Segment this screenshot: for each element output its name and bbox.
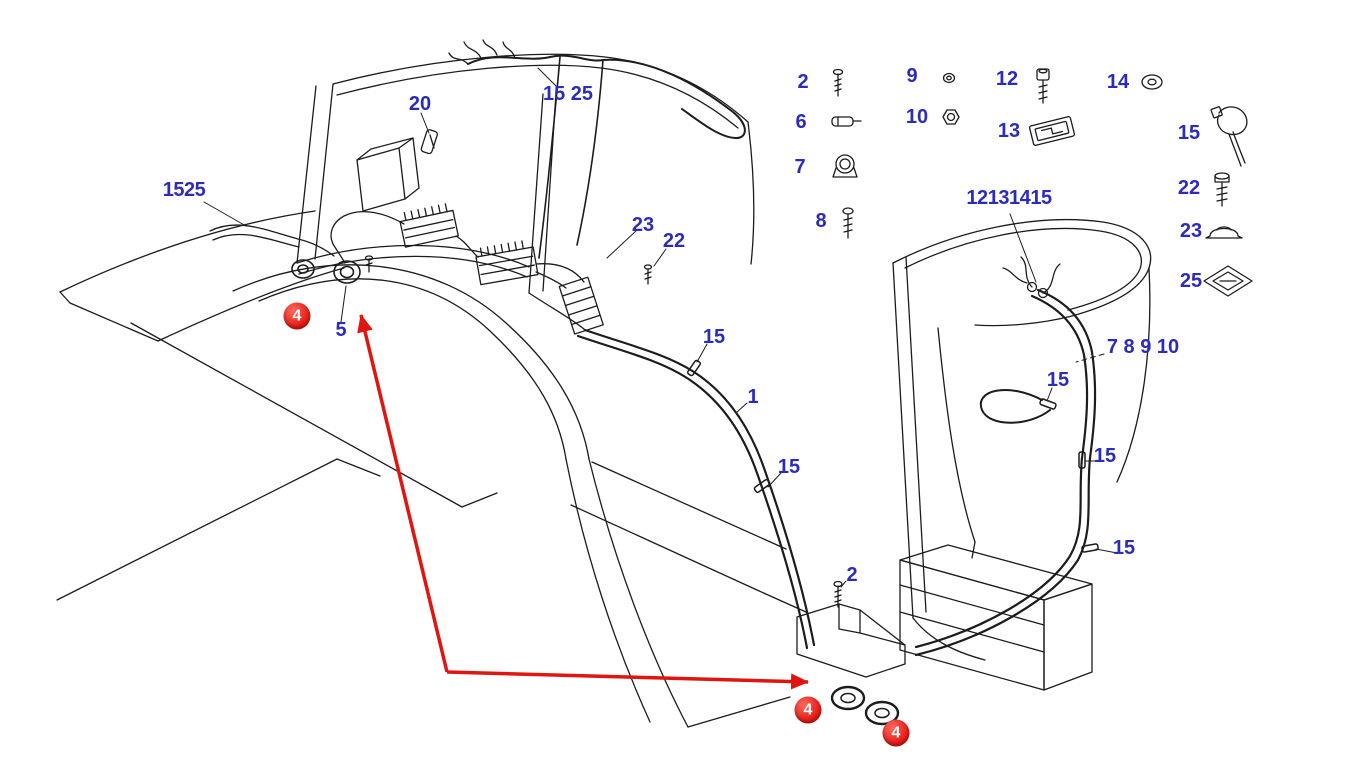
legend-part-icons [831,68,1253,297]
front-wire-bundle [209,224,335,257]
relay-fuse-boxes [330,129,653,335]
leader-lines [203,67,1118,588]
grommet-icon [864,700,900,726]
harness-clamp-icon [1039,398,1099,553]
floor-lines [570,461,807,613]
control-box-icon [356,137,420,212]
cable-tie-icon [1210,106,1248,167]
screw-icon [842,207,854,239]
nut-icon [942,72,956,84]
screw-icon [833,580,843,608]
right-wiring-harness [914,256,1099,657]
connector-plate-icon [1028,115,1076,147]
washer-icon [1141,74,1163,90]
harness-clamp-icon [686,359,771,494]
sleeve-connector-icon [831,116,862,127]
footstep-bracket [796,580,906,726]
relay-box-icon [475,240,539,286]
left-hood-fender-outline [56,210,791,728]
relay-box-icon [399,203,459,248]
screw-icon [832,68,844,97]
p-clamp-icon [832,154,858,178]
red-callout-arrows [357,314,809,690]
grommet-icon [333,260,361,284]
battery-step-box [899,544,1093,691]
hex-nut-icon [942,109,960,125]
screw-icon [364,255,374,273]
bolt-icon [643,264,653,285]
retainer-clip-icon [1203,265,1253,297]
wire-end-squiggles [448,39,516,65]
roof-wiring-harness [448,39,746,259]
firewall-grommets [291,255,374,284]
hex-bolt-icon [1214,172,1230,207]
grommet-icon [1205,226,1243,239]
connector-strip-icon [558,276,604,335]
switch-icon [420,129,438,155]
cab-frame [296,53,755,331]
grommet-icon [291,259,315,279]
socket-bolt-icon [1036,68,1050,104]
right-cab-section [892,218,1152,691]
main-wiring-harness [576,328,816,650]
connector-cluster [1002,256,1061,299]
grommet-icon [830,685,866,711]
